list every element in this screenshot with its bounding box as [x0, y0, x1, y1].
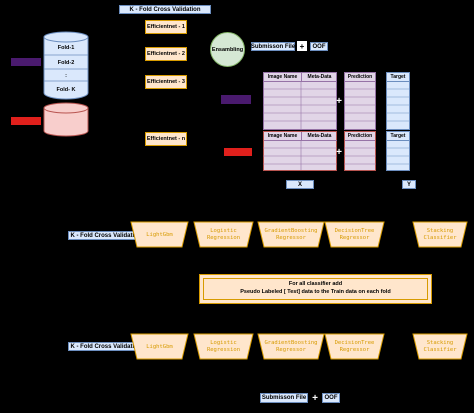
y-label: Y [402, 180, 416, 189]
train-table-image-name-header: Image Name [264, 73, 302, 82]
ensembling-label: Ensambling [211, 46, 244, 53]
target-column-top: Target [386, 72, 410, 130]
efficientnet-n-box: Efficientnet - n [145, 132, 187, 146]
efficientnet-1-box: Efficientnet - 1 [145, 20, 187, 34]
plus-sign-test-table: + [336, 146, 342, 158]
target-header-top: Target [387, 73, 409, 82]
folds-cylinder [43, 31, 89, 100]
submission-file-top: Submisson File [250, 42, 296, 51]
target-grid-top [386, 88, 410, 122]
plus-sign-train-table: + [336, 95, 342, 107]
efficientnet-2-box: Efficientnet - 2 [145, 47, 187, 61]
row1-gradient-label: GradientBoosting Regressor [264, 228, 318, 241]
plus-sign-bottom-submission: + [312, 392, 318, 404]
test-meta-table: Image Name Meta-Data [263, 131, 337, 171]
test-cylinder [43, 102, 89, 137]
prediction-grid-top [344, 88, 376, 122]
pseudo-label-note-line2: Pseudo Labeled [ Test] data to the Train… [240, 289, 391, 295]
train-table-meta-data-header: Meta-Data [302, 73, 337, 82]
row1-stacking-trap [412, 221, 468, 248]
row1-stacking-label: Stacking Classifier [423, 228, 457, 241]
row2-logistic-label: Logistic Regression [206, 340, 241, 353]
prediction-header-top: Prediction [345, 73, 375, 82]
fold-k-label: Fold- K [56, 87, 76, 93]
prediction-header-bottom: Prediction [345, 132, 375, 141]
legend-swatch-purple-right [221, 95, 251, 104]
row2-lightgbm-trap [130, 333, 189, 360]
ensembling-node: Ensambling [210, 32, 245, 67]
target-header-bottom: Target [387, 132, 409, 141]
plus-sign-top-submission: + [297, 41, 307, 51]
efficientnet-3-box: Efficientnet - 3 [145, 75, 187, 89]
row1-trapezoids [130, 221, 468, 248]
legend-swatch-purple [11, 58, 41, 66]
kfold-label-top: K - Fold Cross Validation [119, 5, 211, 14]
row2-lightgbm-label: LightGbm [146, 344, 173, 350]
test-table-image-name-header: Image Name [264, 132, 302, 141]
fold-2-label: Fold-2 [57, 60, 75, 66]
row1-decision-label: DecisionTree Regressor [334, 228, 375, 241]
fold-1-label: Fold-1 [57, 45, 75, 51]
row2-trapezoids [130, 333, 468, 360]
legend-swatch-red [11, 117, 41, 125]
fold-ellipsis-label: : [65, 73, 67, 79]
submission-file-bottom: Submisson File [260, 393, 308, 403]
row2-decision-label: DecisionTree Regressor [334, 340, 375, 353]
oof-top: OOF [310, 42, 328, 51]
train-meta-table: Image Name Meta-Data [263, 72, 337, 130]
row1-logistic-trap [193, 221, 254, 248]
row1-decision-trap [324, 221, 385, 248]
legend-swatch-red-right [224, 148, 252, 156]
test-table-grid [263, 140, 337, 170]
row1-gradient-trap [257, 221, 325, 248]
prediction-grid-bottom [344, 147, 376, 165]
test-table-meta-data-header: Meta-Data [302, 132, 337, 141]
target-grid-bottom [386, 147, 410, 165]
pseudo-label-note-inner [203, 278, 428, 300]
prediction-column-top: Prediction [344, 72, 376, 130]
row1-lightgbm-label: LightGbm [146, 232, 173, 238]
row2-stacking-label: Stacking Classifier [423, 340, 457, 353]
row1-lightgbm-trap [130, 221, 189, 248]
pseudo-label-note-line1: For all classifier add [288, 281, 343, 287]
row2-logistic-trap [193, 333, 254, 360]
target-column-bottom: Target [386, 131, 410, 171]
row1-logistic-label: Logistic Regression [206, 228, 241, 241]
row2-gradient-label: GradientBoosting Regressor [264, 340, 318, 353]
x-label: X [286, 180, 314, 189]
train-table-grid [263, 81, 337, 129]
row2-gradient-trap [257, 333, 325, 360]
prediction-column-bottom: Prediction [344, 131, 376, 171]
oof-bottom: OOF [322, 393, 340, 403]
row2-decision-trap [324, 333, 385, 360]
row2-stacking-trap [412, 333, 468, 360]
